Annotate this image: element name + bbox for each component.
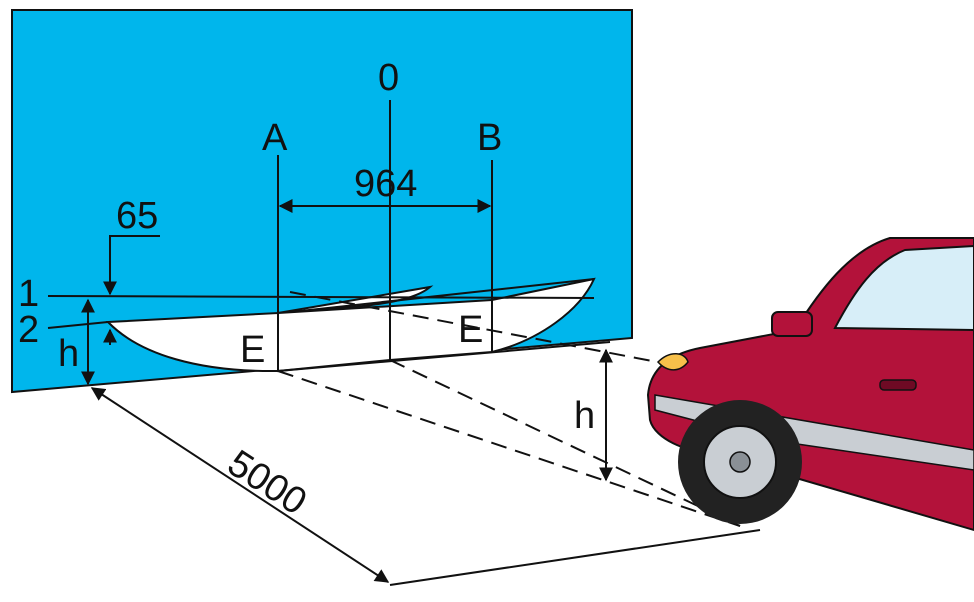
car-window (833, 244, 974, 332)
label-point-e-left: E (240, 329, 265, 371)
label-car-h: h (574, 395, 595, 437)
label-line-1: 1 (18, 273, 39, 315)
car-mirror (771, 311, 813, 337)
beam-projection-line (289, 291, 669, 365)
label-wall-h: h (58, 333, 79, 375)
label-distance-5000: 5000 (220, 442, 314, 523)
car (646, 237, 974, 532)
distance-ext-line (389, 529, 761, 586)
floor-line-upper (389, 359, 741, 527)
label-spacing-964: 964 (354, 163, 417, 205)
reference-line-2 (47, 321, 109, 329)
label-drop-65: 65 (116, 195, 158, 237)
label-line-2: 2 (18, 309, 39, 351)
label-center-0: 0 (378, 57, 399, 99)
car-hub (729, 451, 751, 473)
drop-leader-line (103, 235, 160, 296)
car-headlight (656, 353, 689, 371)
label-point-e-right: E (458, 309, 483, 351)
floor-baseline (277, 341, 611, 372)
beam-cutoff-line (299, 278, 595, 312)
label-axis-b: B (477, 117, 502, 159)
car-door-handle (879, 379, 917, 391)
distance-dimension-arrow (90, 387, 390, 583)
label-axis-a: A (262, 117, 288, 159)
